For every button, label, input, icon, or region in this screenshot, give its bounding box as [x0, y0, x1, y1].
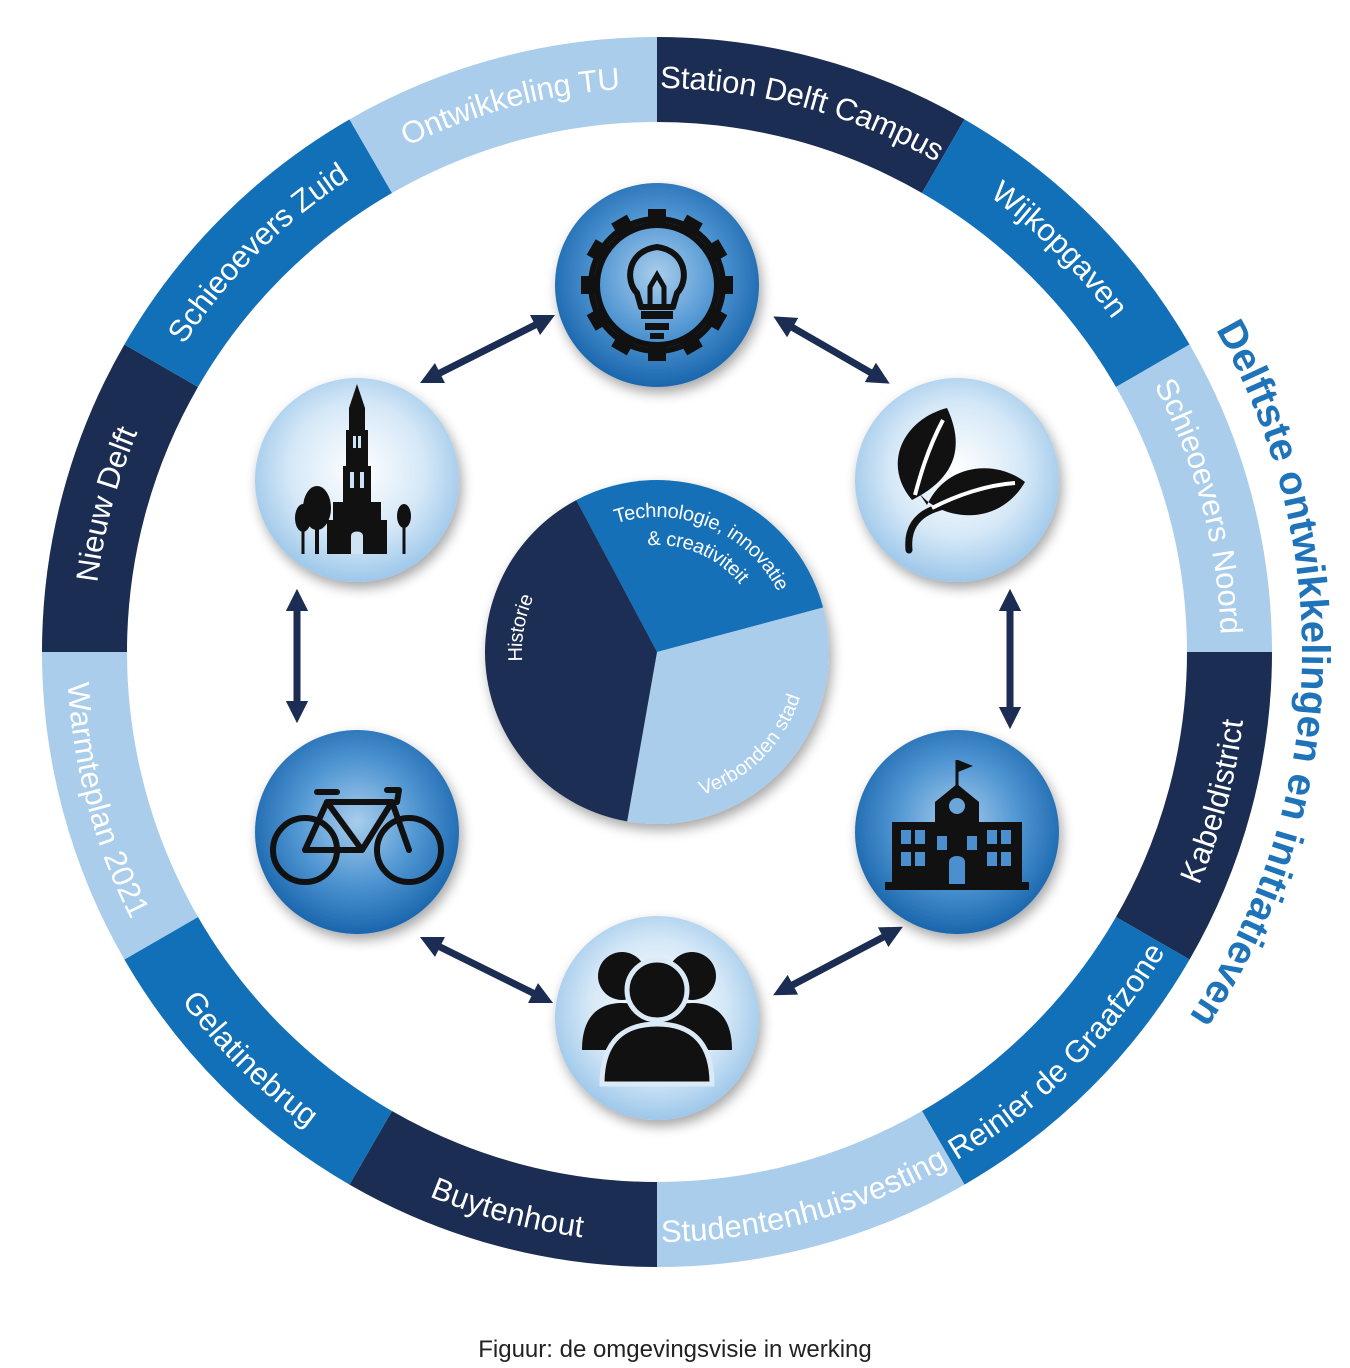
bicycle-icon	[270, 787, 444, 885]
pie-slice	[627, 607, 829, 825]
ring-segment	[124, 917, 392, 1185]
ring-segment	[657, 37, 965, 194]
theme-circle-innovation	[555, 183, 759, 387]
ring-segment	[42, 344, 199, 652]
theme-circle-governance	[855, 730, 1059, 934]
theme-circle-heritage	[255, 378, 459, 582]
ring-segment	[124, 119, 392, 387]
omgevingsvisie-diagram: Station Delft CampusWijkopgavenSchieoeve…	[42, 37, 1337, 1267]
theme-circle-society	[555, 916, 759, 1120]
theme-circle-mobility	[255, 730, 459, 934]
people-icon	[582, 952, 732, 1087]
double-arrow	[419, 936, 554, 1004]
ring-segment	[349, 37, 657, 194]
church-tower-icon	[295, 384, 411, 554]
theme-circle-sustainability	[855, 378, 1059, 582]
connecting-arrows	[285, 314, 1022, 1004]
pie-slice	[485, 500, 657, 822]
pie-slice	[576, 480, 824, 652]
ring-segment-label: Reinier de Graafzone	[942, 937, 1172, 1167]
ring-segment	[1115, 344, 1272, 652]
ring-segment	[1115, 652, 1272, 960]
ring-segment	[42, 652, 199, 960]
double-arrow	[773, 316, 890, 384]
outer-ring	[42, 37, 1272, 1267]
figure-caption: Figuur: de omgevingsvisie in werking	[478, 1336, 872, 1363]
double-arrow	[419, 314, 556, 384]
leaves-icon	[897, 408, 1025, 554]
center-pie	[485, 480, 829, 825]
gear-lightbulb-icon	[581, 209, 733, 361]
theme-circles	[255, 183, 1059, 1120]
ring-segment	[922, 119, 1190, 387]
ring-segment	[922, 917, 1190, 1185]
ring-segment	[349, 1110, 657, 1267]
ring-segment	[657, 1110, 965, 1267]
town-hall-icon	[885, 760, 1029, 890]
double-arrow	[773, 926, 903, 996]
